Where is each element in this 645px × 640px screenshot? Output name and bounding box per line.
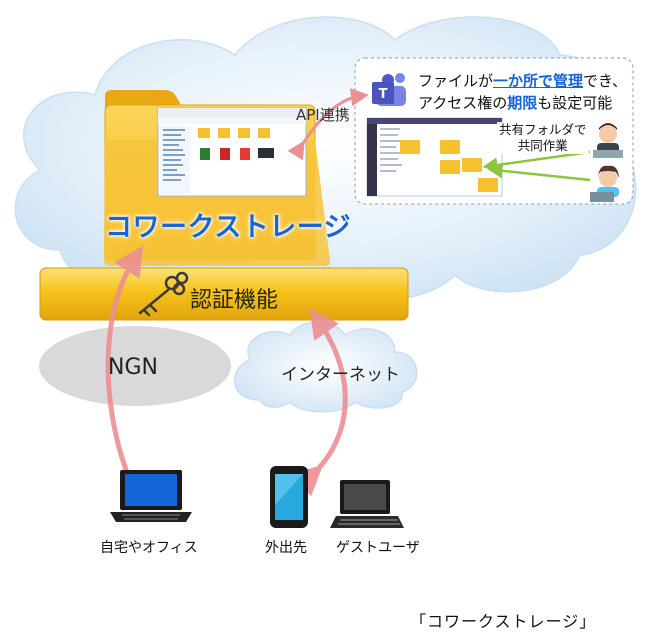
teams-line2-suffix: も設定可能 bbox=[537, 94, 613, 112]
teams-line2-highlight: 期限 bbox=[507, 94, 538, 112]
api-arrow bbox=[287, 88, 369, 161]
auth-label: 認証機能 bbox=[190, 288, 279, 313]
shared-line-1: 共有フォルダで bbox=[499, 122, 587, 137]
user-icon-2 bbox=[590, 165, 619, 202]
guest-laptop-icon bbox=[330, 480, 404, 528]
outside-label: 外出先 bbox=[265, 540, 307, 556]
teams-line1-prefix: ファイルが bbox=[418, 72, 494, 90]
smartphone-icon bbox=[270, 466, 308, 528]
teams-line1-highlight: 一か所で管理 bbox=[493, 72, 584, 90]
teams-screenshot bbox=[366, 117, 503, 197]
laptop-icon bbox=[110, 470, 192, 522]
internet-label: インターネット bbox=[281, 365, 400, 385]
shared-folder-label: 共有フォルダで 共同作業 bbox=[497, 122, 589, 154]
teams-line1-suffix: でき、 bbox=[583, 72, 627, 90]
file-explorer-window bbox=[157, 107, 307, 197]
teams-icon: T bbox=[372, 73, 406, 106]
teams-line-2: アクセス権の期限も設定可能 bbox=[418, 92, 627, 114]
guest-user-label: ゲストユーザ bbox=[336, 540, 420, 556]
shared-line-2: 共同作業 bbox=[517, 138, 568, 153]
home-office-label: 自宅やオフィス bbox=[100, 540, 198, 556]
api-label: API連携 bbox=[296, 106, 350, 124]
ngn-label: NGN bbox=[108, 355, 158, 380]
ngn-route-arrow bbox=[105, 245, 150, 500]
collab-arrows bbox=[482, 150, 591, 182]
internet-route-arrow bbox=[290, 307, 348, 497]
svg-text:T: T bbox=[379, 87, 388, 102]
user-icon-1 bbox=[593, 123, 623, 158]
caption: 「コワークストレージ」 bbox=[410, 612, 597, 631]
teams-line-1: ファイルが一か所で管理でき、 bbox=[418, 70, 627, 92]
storage-title: コワークストレージ bbox=[105, 212, 352, 243]
teams-line2-prefix: アクセス権の bbox=[418, 94, 508, 112]
teams-description: ファイルが一か所で管理でき、 アクセス権の期限も設定可能 bbox=[418, 70, 627, 114]
